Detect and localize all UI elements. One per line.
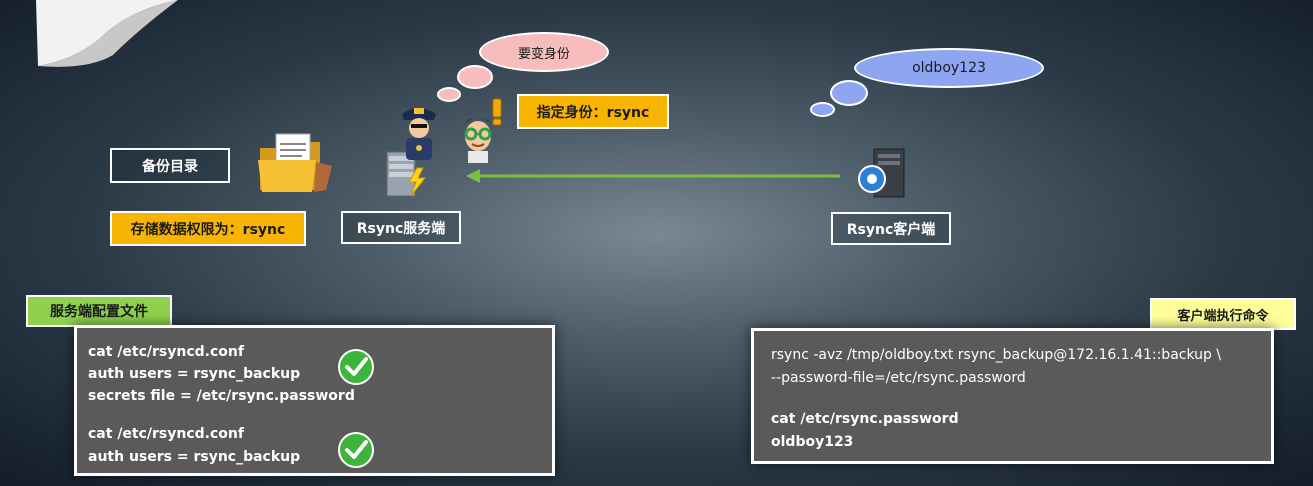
folder-icon — [258, 133, 332, 192]
password-thought-bubble: oldboy123 — [854, 48, 1044, 88]
backup-dir-label: 备份目录 — [110, 148, 230, 183]
check-icon — [338, 349, 374, 385]
client-command-panel: rsync -avz /tmp/oldboy.txt rsync_backup@… — [751, 328, 1274, 464]
specify-identity-label: 指定身份：rsync — [517, 94, 669, 129]
command-line-1: rsync -avz /tmp/oldboy.txt rsync_backup@… — [771, 347, 1222, 363]
identity-thought-bubble: 要变身份 — [479, 32, 609, 72]
transfer-arrow — [466, 169, 840, 183]
config-line-4: cat /etc/rsyncd.conf — [88, 426, 244, 442]
client-thought-dot-medium — [830, 80, 868, 106]
police-guard-icon — [402, 108, 436, 160]
person-glasses-icon — [464, 118, 492, 163]
password-file-line: cat /etc/rsync.password — [771, 411, 959, 427]
client-thought-dot-small — [810, 102, 835, 117]
storage-permission-label: 存储数据权限为：rsync — [110, 211, 306, 246]
password-thought-text: oldboy123 — [912, 60, 986, 76]
server-label: Rsync服务端 — [341, 211, 461, 244]
config-line-2: auth users = rsync_backup — [88, 366, 301, 382]
identity-thought-text: 要变身份 — [517, 46, 570, 62]
config-line-3: secrets file = /etc/rsync.password — [88, 388, 355, 404]
thought-dot-small — [437, 87, 461, 102]
client-label: Rsync客户端 — [831, 212, 951, 245]
server-icon — [386, 151, 427, 197]
password-value-line: oldboy123 — [771, 434, 854, 450]
page-curl-icon — [36, 0, 178, 67]
client-command-tab: 客户端执行命令 — [1150, 298, 1296, 330]
config-line-5: auth users = rsync_backup — [88, 449, 301, 465]
command-line-2: --password-file=/etc/rsync.password — [771, 370, 1026, 386]
server-config-panel: cat /etc/rsyncd.conf auth users = rsync_… — [74, 325, 555, 476]
check-icon — [338, 432, 374, 468]
server-config-tab: 服务端配置文件 — [26, 295, 172, 327]
config-line-1: cat /etc/rsyncd.conf — [88, 344, 244, 360]
client-computer-icon — [858, 148, 905, 198]
exclamation-icon — [492, 98, 502, 126]
thought-dot-medium — [457, 65, 493, 89]
